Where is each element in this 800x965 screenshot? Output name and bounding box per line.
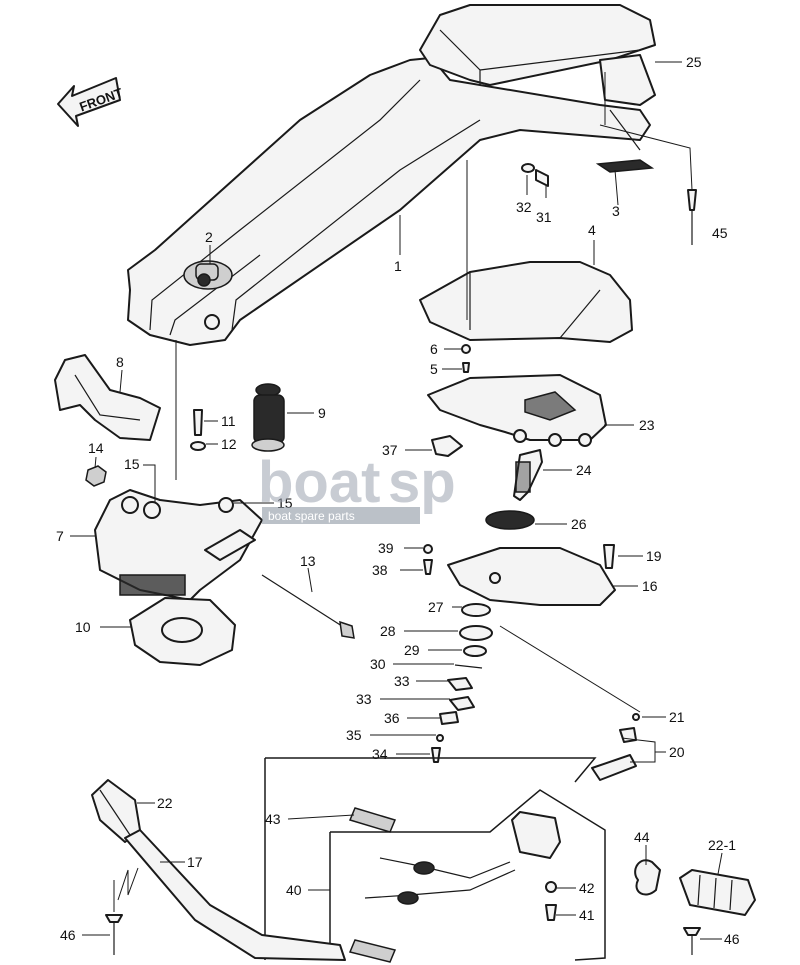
callout-27: 27 <box>428 599 444 615</box>
nut-part <box>85 465 107 487</box>
cover-part <box>419 261 633 343</box>
callout-32: 32 <box>516 199 532 215</box>
bolt-knob-part <box>195 263 219 287</box>
callout-21: 21 <box>669 709 685 725</box>
lower-plate-part <box>447 547 616 606</box>
small-screws-part <box>461 344 471 373</box>
clamp-part <box>634 859 661 896</box>
callout-13: 13 <box>300 553 316 569</box>
callout-26: 26 <box>571 516 587 532</box>
callout-10: 10 <box>75 619 91 635</box>
callout-46-right: 46 <box>724 931 740 947</box>
callout-23: 23 <box>639 417 655 433</box>
clip-part <box>431 435 463 457</box>
callout-1: 1 <box>394 258 402 274</box>
watermark-brand-left: boat <box>258 450 380 515</box>
right-grip-part <box>679 869 756 916</box>
callout-4: 4 <box>588 222 596 238</box>
callout-22-1: 22-1 <box>708 837 736 853</box>
callout-3: 3 <box>612 203 620 219</box>
stacked-small-parts <box>431 603 493 763</box>
bolt-washer-part <box>190 409 206 451</box>
base-housing-part <box>94 489 263 601</box>
callout-33-upper: 33 <box>394 673 410 689</box>
small-fasteners-part <box>423 544 433 575</box>
long-bolt-part <box>261 574 355 639</box>
boatsp-watermark: boat sp boat spare parts <box>258 450 456 524</box>
callout-36: 36 <box>384 710 400 726</box>
callout-31: 31 <box>536 209 552 225</box>
callout-29: 29 <box>404 642 420 658</box>
callout-45: 45 <box>712 225 728 241</box>
callout-17: 17 <box>187 854 203 870</box>
callout-25: 25 <box>686 54 702 70</box>
switch-cable-assembly-part <box>364 811 561 921</box>
callout-24: 24 <box>576 462 592 478</box>
callout-9: 9 <box>318 405 326 421</box>
washer-part <box>485 510 535 530</box>
callout-37: 37 <box>382 442 398 458</box>
grip-cover-part <box>54 354 161 441</box>
callout-33-lower: 33 <box>356 691 372 707</box>
callout-7: 7 <box>56 528 64 544</box>
bellows-part <box>251 383 285 452</box>
callout-5: 5 <box>430 361 438 377</box>
callout-12: 12 <box>221 436 237 452</box>
callout-6: 6 <box>430 341 438 357</box>
callout-8: 8 <box>116 354 124 370</box>
callout-16: 16 <box>642 578 658 594</box>
callout-40: 40 <box>286 882 302 898</box>
callout-14: 14 <box>88 440 104 456</box>
bracket-part <box>595 109 655 173</box>
callout-41: 41 <box>579 907 595 923</box>
leader-lines <box>70 61 723 940</box>
cable-end-parts <box>499 625 641 781</box>
callout-20: 20 <box>669 744 685 760</box>
callout-15-upper: 15 <box>124 456 140 472</box>
callout-38: 38 <box>372 562 388 578</box>
top-cap-part <box>419 4 656 106</box>
watermark-brand-right: sp <box>388 450 456 515</box>
shaft-part <box>513 449 543 501</box>
callout-28: 28 <box>380 623 396 639</box>
callout-39: 39 <box>378 540 394 556</box>
top-plate-part <box>427 374 607 447</box>
rivet-bottom-parts <box>105 867 701 955</box>
callout-30: 30 <box>370 656 386 672</box>
handlebar-left-grip-part <box>91 779 346 961</box>
base-plate-part <box>129 597 236 666</box>
callout-22: 22 <box>157 795 173 811</box>
callout-11: 11 <box>221 413 236 429</box>
callout-46-left: 46 <box>60 927 76 943</box>
watermark-tagline: boat spare parts <box>268 509 355 523</box>
screw-part <box>603 544 615 569</box>
decal-strip-part <box>348 807 397 963</box>
callout-34: 34 <box>372 746 388 762</box>
callout-44: 44 <box>634 829 650 845</box>
front-arrow-icon: FRONT <box>57 77 125 127</box>
washer-bolt-part <box>521 163 549 187</box>
callout-35: 35 <box>346 727 362 743</box>
callout-43: 43 <box>265 811 281 827</box>
callout-numbers: 25 2 1 32 31 3 45 4 6 5 8 11 9 12 23 14 … <box>56 54 740 947</box>
callout-2: 2 <box>205 229 213 245</box>
callout-42: 42 <box>579 880 595 896</box>
rivet-part <box>687 189 697 245</box>
handle-pole-part <box>127 57 651 346</box>
callout-19: 19 <box>646 548 662 564</box>
